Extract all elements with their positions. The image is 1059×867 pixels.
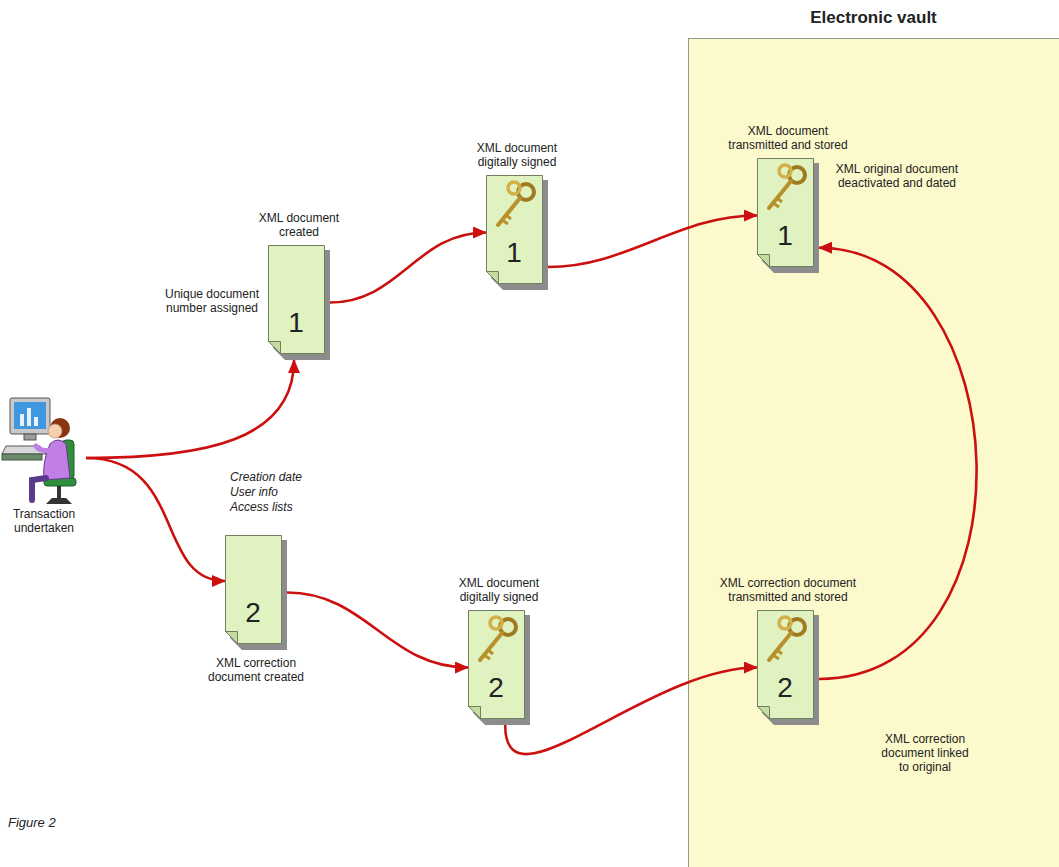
document-page [469, 611, 525, 719]
key-ring [490, 617, 502, 629]
key-icon [480, 617, 516, 660]
key-teeth [773, 650, 782, 659]
user-station: Transaction undertaken [2, 395, 86, 535]
document-fold [469, 707, 481, 719]
chair-base [46, 498, 72, 504]
vault-panel: Electronic vaultXML document transmitted… [688, 38, 1059, 867]
person-arm [36, 446, 52, 451]
document-note: Unique document number assigned [162, 287, 262, 315]
chart-bar [34, 417, 38, 426]
person-body [44, 440, 70, 480]
document-note: XML correction document linked to origin… [877, 732, 973, 774]
key-ring [508, 182, 520, 194]
document-page [487, 176, 543, 284]
key-teeth [484, 650, 493, 659]
flow-arrow [86, 458, 225, 581]
key-icon [498, 182, 534, 225]
screen [14, 402, 46, 429]
document-shape [757, 158, 819, 273]
document-caption: XML document transmitted and stored [721, 124, 856, 152]
document-number: 2 [225, 597, 281, 629]
flow-arrow [86, 360, 294, 458]
document-fold [758, 255, 770, 267]
station-caption: Transaction undertaken [2, 507, 86, 535]
key-teeth [773, 198, 782, 207]
vault-panel [689, 39, 1059, 867]
figure-caption: Figure 2 [8, 815, 56, 831]
chart-bar [27, 408, 31, 426]
document-caption: XML document digitally signed [470, 141, 565, 169]
document-fold [269, 342, 281, 354]
desk [2, 454, 42, 460]
panel-heading: Electronic vault [688, 8, 1059, 28]
key-teeth [502, 215, 511, 224]
document-page [758, 159, 814, 267]
xml-document: XML document createdUnique document numb… [268, 245, 330, 360]
signed-document: XML document digitally signed2 [468, 610, 530, 725]
document-caption: XML correction document created [201, 656, 311, 684]
flow-arrow [505, 668, 757, 755]
document-caption: XML document created [254, 211, 344, 239]
metadata-note: Creation date User info Access lists [230, 470, 318, 515]
document-number: 2 [757, 672, 813, 704]
flow-arrow [287, 593, 468, 668]
document-number: 1 [268, 307, 324, 339]
document-shape [757, 610, 819, 725]
flow-arrow [819, 248, 977, 679]
chair-post [57, 486, 61, 500]
document-fold [487, 272, 499, 284]
flow-arrow [548, 216, 757, 268]
stored-document: XML correction document transmitted and … [757, 610, 819, 725]
user-illustration [2, 398, 76, 504]
key-icon [769, 165, 805, 208]
document-shape [268, 245, 330, 360]
monitor [10, 398, 50, 434]
document-caption: XML document digitally signed [452, 576, 547, 604]
key-ring [779, 617, 791, 629]
person-legs [32, 478, 46, 500]
document-fold [758, 707, 770, 719]
document-caption: XML correction document transmitted and … [713, 576, 863, 604]
key-shaft [498, 198, 520, 225]
key-shaft [769, 181, 791, 208]
key-ring [779, 165, 791, 177]
key-icon [769, 617, 805, 660]
chart-bar [20, 414, 24, 426]
document-fold [226, 632, 238, 644]
document-number: 1 [486, 237, 542, 269]
stored-document: XML document transmitted and stored1XML … [757, 158, 819, 273]
document-page [269, 246, 325, 354]
monitor-stand [24, 434, 36, 440]
document-note: XML original document deactivated and da… [827, 162, 967, 190]
document-number: 2 [468, 672, 524, 704]
document-shape [486, 175, 548, 290]
document-page [226, 536, 282, 644]
key-shaft [769, 633, 791, 660]
key-shaft [480, 633, 502, 660]
signed-document: XML document digitally signed1 [486, 175, 548, 290]
document-page [758, 611, 814, 719]
document-number: 1 [757, 220, 813, 252]
flow-arrow [330, 233, 486, 303]
correction-document: 2XML correction document created [225, 535, 287, 650]
person-face [48, 424, 62, 438]
document-shape [468, 610, 530, 725]
document-shape [225, 535, 287, 650]
